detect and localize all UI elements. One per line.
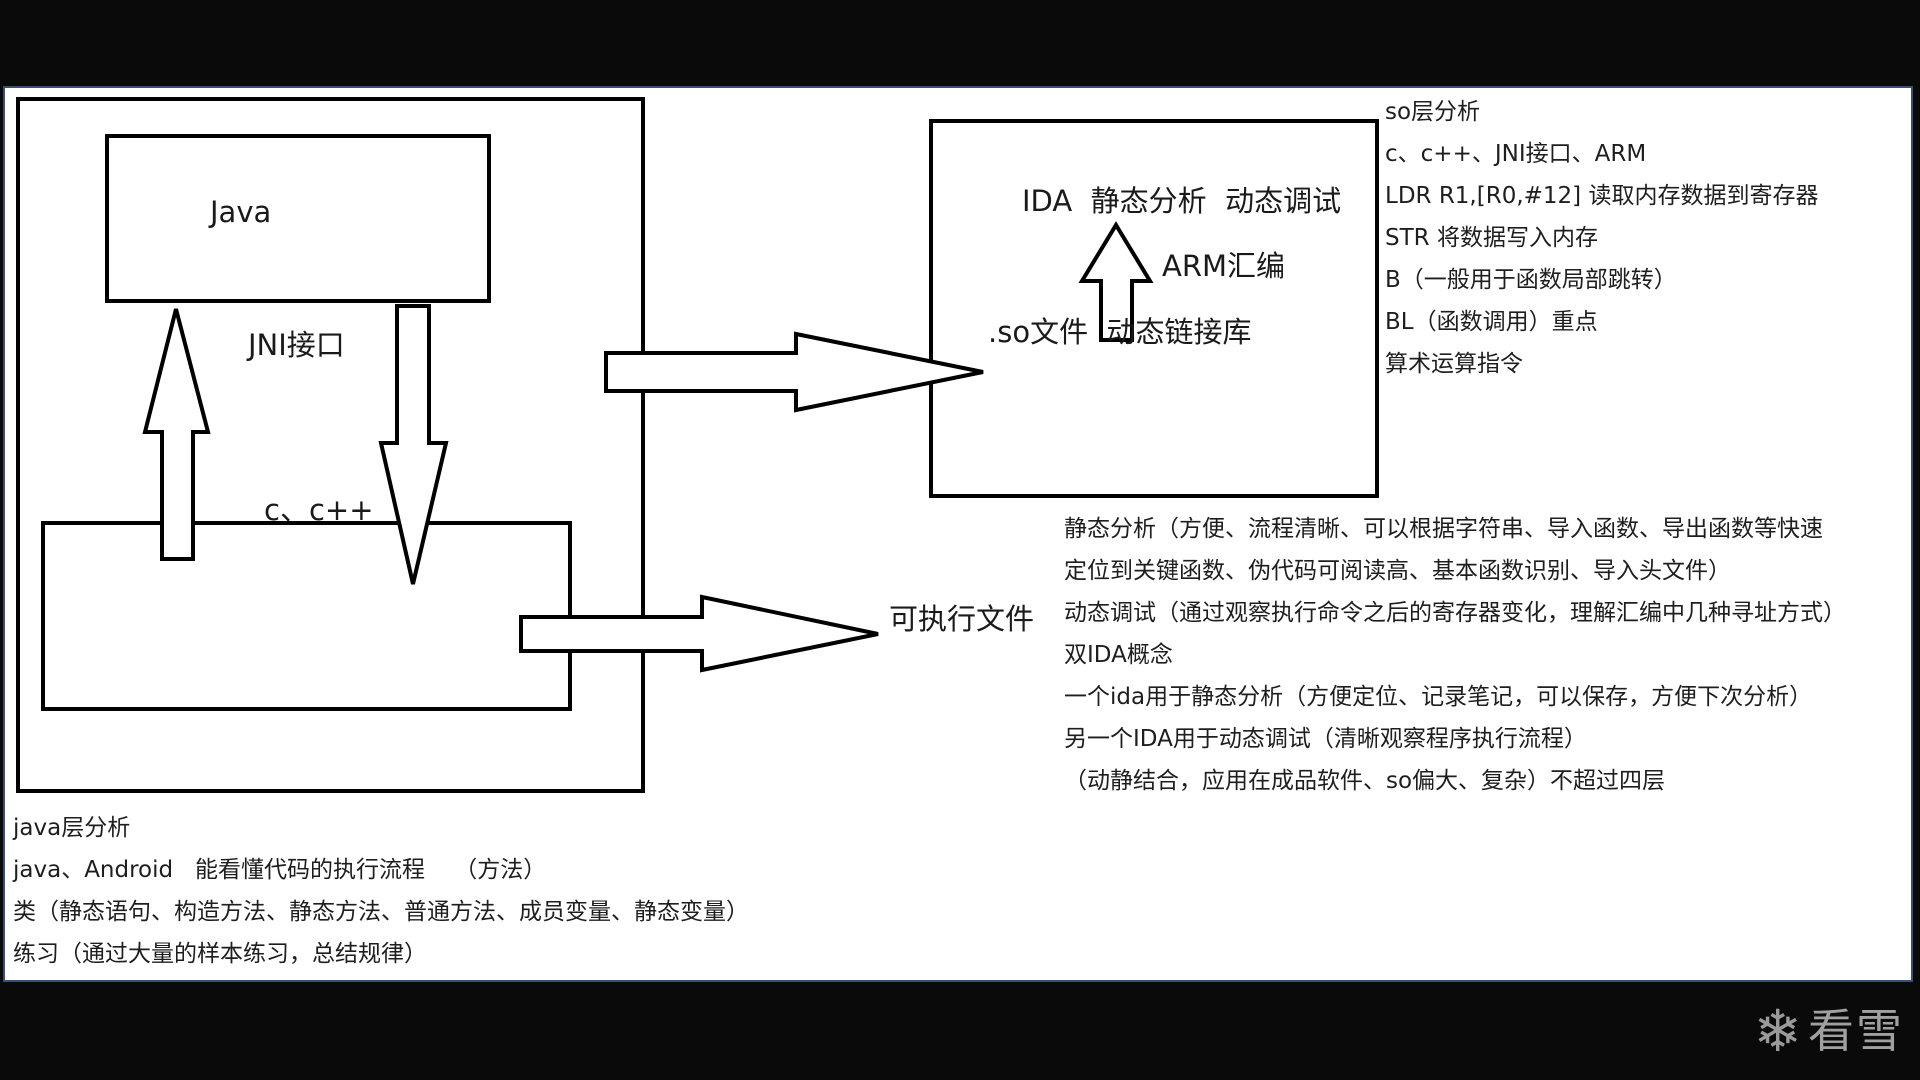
down-arrow <box>378 304 449 585</box>
note-line: 算术运算指令 <box>1385 351 1523 377</box>
outer-box <box>16 97 645 793</box>
watermark-text: 看雪 <box>1808 1004 1904 1058</box>
note-line: c、c++、JNI接口、ARM <box>1385 141 1647 167</box>
so-arrow <box>604 331 984 413</box>
exe-arrow <box>519 594 879 673</box>
exe-label: 可执行文件 <box>889 602 1035 636</box>
note-line: 双IDA概念 <box>1064 642 1173 668</box>
up-arrow <box>142 308 211 561</box>
note-line: java、Android 能看懂代码的执行流程 （方法） <box>13 857 547 883</box>
note-line: so层分析 <box>1385 99 1481 125</box>
java-label: Java <box>210 195 272 229</box>
note-line: 练习（通过大量的样本练习，总结规律） <box>13 941 427 967</box>
note-line: 静态分析（方便、流程清晰、可以根据字符串、导入函数、导出函数等快速 <box>1064 516 1823 542</box>
jni-label: JNI接口 <box>248 328 345 362</box>
note-line: 动态调试（通过观察执行命令之后的寄存器变化，理解汇编中几种寻址方式） <box>1064 600 1846 626</box>
note-line: 类（静态语句、构造方法、静态方法、普通方法、成员变量、静态变量） <box>13 899 749 925</box>
diagram-drawing <box>16 97 1379 793</box>
note-line: 定位到关键函数、伪代码可阅读高、基本函数识别、导入头文件） <box>1064 558 1731 584</box>
note-line: 一个ida用于静态分析（方便定位、记录笔记，可以保存，方便下次分析） <box>1064 684 1813 710</box>
arm-label: ARM汇编 <box>1162 249 1286 283</box>
whiteboard-canvas: Java JNI接口 c、c++ IDA 静态分析 动态调试 ARM汇编 .so… <box>5 88 1911 980</box>
watermark: ❄ 看雪 <box>1753 1002 1904 1060</box>
arm-up-arrow <box>1078 221 1154 342</box>
java-box <box>105 134 491 303</box>
ida-box <box>929 119 1379 498</box>
note-line: LDR R1,[R0,#12] 读取内存数据到寄存器 <box>1385 183 1819 209</box>
note-line: （动静结合，应用在成品软件、so偏大、复杂）不超过四层 <box>1064 768 1666 794</box>
so-label: .so文件 动态链接库 <box>988 315 1252 349</box>
snowflake-icon: ❄ <box>1753 997 1802 1065</box>
note-line: STR 将数据写入内存 <box>1385 225 1598 251</box>
c-label: c、c++ <box>264 493 374 527</box>
c-box <box>41 521 572 711</box>
note-line: B（一般用于函数局部跳转） <box>1385 267 1677 293</box>
ida-label: IDA 静态分析 动态调试 <box>1022 184 1342 218</box>
note-line: 另一个IDA用于动态调试（清晰观察程序执行流程） <box>1064 726 1587 752</box>
note-line: java层分析 <box>13 815 131 841</box>
note-line: BL（函数调用）重点 <box>1385 309 1598 335</box>
